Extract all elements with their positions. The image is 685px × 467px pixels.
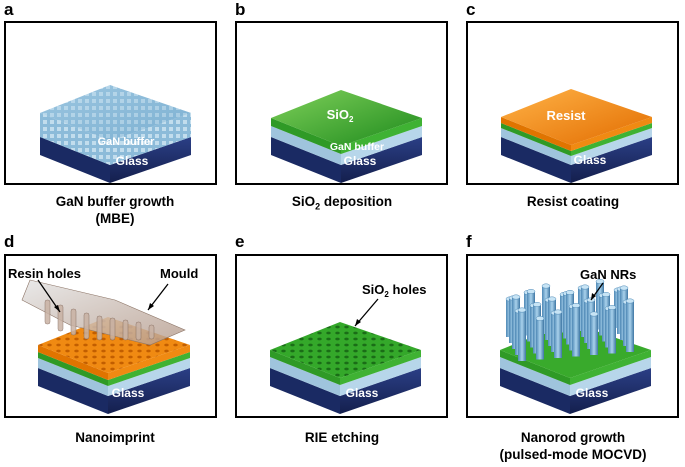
nanorod-cap xyxy=(547,296,557,302)
caption-a-sub: (MBE) xyxy=(95,211,135,226)
nanorod-cap xyxy=(553,309,563,315)
nanorod-cap xyxy=(595,279,605,284)
arrow-resin-holes-head xyxy=(54,305,60,312)
nanorod-cap xyxy=(526,289,536,294)
label-glass-c: Glass xyxy=(574,153,607,167)
caption-f-main: Nanorod growth xyxy=(520,430,626,445)
panel-letter-e: e xyxy=(235,232,245,251)
caption-d-main: Nanoimprint xyxy=(75,430,155,445)
caption-b: SiO2 deposition xyxy=(227,193,457,216)
nanorod-array xyxy=(505,279,635,361)
caption-b-main: SiO xyxy=(291,194,316,209)
nanorod-cap xyxy=(625,298,635,304)
caption-d: Nanoimprint xyxy=(0,429,230,446)
nanorod-cap xyxy=(619,285,629,291)
caption-b-tail: deposition xyxy=(320,194,393,209)
nanorod-cap xyxy=(532,302,542,307)
nanorod-cap xyxy=(535,316,545,321)
label-gan-buffer-a: GaN buffer xyxy=(98,136,156,148)
arrow-gan-nrs-head xyxy=(591,293,596,300)
panel-d-drawing xyxy=(21,279,190,414)
label-sio2-b: SiO2 xyxy=(327,107,354,124)
panel-letter-a: a xyxy=(4,0,14,19)
label-gan-nrs: GaN NRs xyxy=(580,267,636,282)
nanorod-cap xyxy=(565,290,575,295)
label-glass-d: Glass xyxy=(112,386,145,400)
nanorod-cap xyxy=(571,303,581,308)
nanorod-cap xyxy=(511,294,521,300)
nanorod-cap xyxy=(580,284,590,290)
panel-e-drawing xyxy=(270,322,421,414)
panel-b-drawing xyxy=(271,90,422,183)
panel-a-drawing xyxy=(40,85,191,183)
label-sio2-holes-text: SiO xyxy=(362,282,384,297)
nanorod-cap xyxy=(517,307,527,313)
label-sio2-holes-sub: 2 xyxy=(384,290,389,299)
label-sio2-b-text: SiO xyxy=(327,107,349,122)
label-glass-a: Glass xyxy=(116,154,149,168)
caption-c: Resist coating xyxy=(458,193,685,210)
caption-a: GaN buffer growth (MBE) xyxy=(0,193,230,227)
nanorod xyxy=(608,307,616,354)
label-glass-b: Glass xyxy=(344,154,377,168)
caption-b-subscript: 2 xyxy=(315,201,321,212)
nanorod xyxy=(590,314,598,355)
panel-letter-f: f xyxy=(466,232,472,251)
caption-c-main: Resist coating xyxy=(526,194,620,209)
nanorod-cap xyxy=(601,292,611,297)
label-sio2-holes: SiO2 holes xyxy=(362,282,426,299)
label-gan-buffer-b: GaN buffer xyxy=(330,141,384,153)
nanorod xyxy=(626,301,634,352)
label-resist-c: Resist xyxy=(546,108,586,123)
label-mould: Mould xyxy=(160,266,198,281)
label-glass-e: Glass xyxy=(346,386,379,400)
nanorod-cap xyxy=(607,305,617,310)
panel-letter-d: d xyxy=(4,232,15,251)
caption-f-sub: (pulsed-mode MOCVD) xyxy=(499,447,647,462)
arrow-sio2-holes-head xyxy=(355,319,361,326)
nanorod xyxy=(536,318,544,360)
nanorod-cap xyxy=(589,311,599,317)
label-resin-holes: Resin holes xyxy=(8,266,81,281)
panel-letter-c: c xyxy=(466,0,476,19)
label-glass-f: Glass xyxy=(576,386,609,400)
caption-a-main: GaN buffer growth xyxy=(55,194,175,209)
nanorod xyxy=(554,312,562,358)
nanorod xyxy=(518,310,526,361)
caption-f: Nanorod growth (pulsed-mode MOCVD) xyxy=(458,429,685,463)
caption-e-main: RIE etching xyxy=(304,430,380,445)
nanorod xyxy=(572,305,580,357)
label-sio2-b-sub: 2 xyxy=(349,115,354,124)
arrow-mould-head xyxy=(148,303,154,310)
panel-c-drawing xyxy=(501,89,652,183)
label-sio2-holes-tail: holes xyxy=(389,282,427,297)
nanorod-cap xyxy=(541,283,551,289)
caption-e: RIE etching xyxy=(227,429,457,446)
panel-letter-b: b xyxy=(235,0,246,19)
